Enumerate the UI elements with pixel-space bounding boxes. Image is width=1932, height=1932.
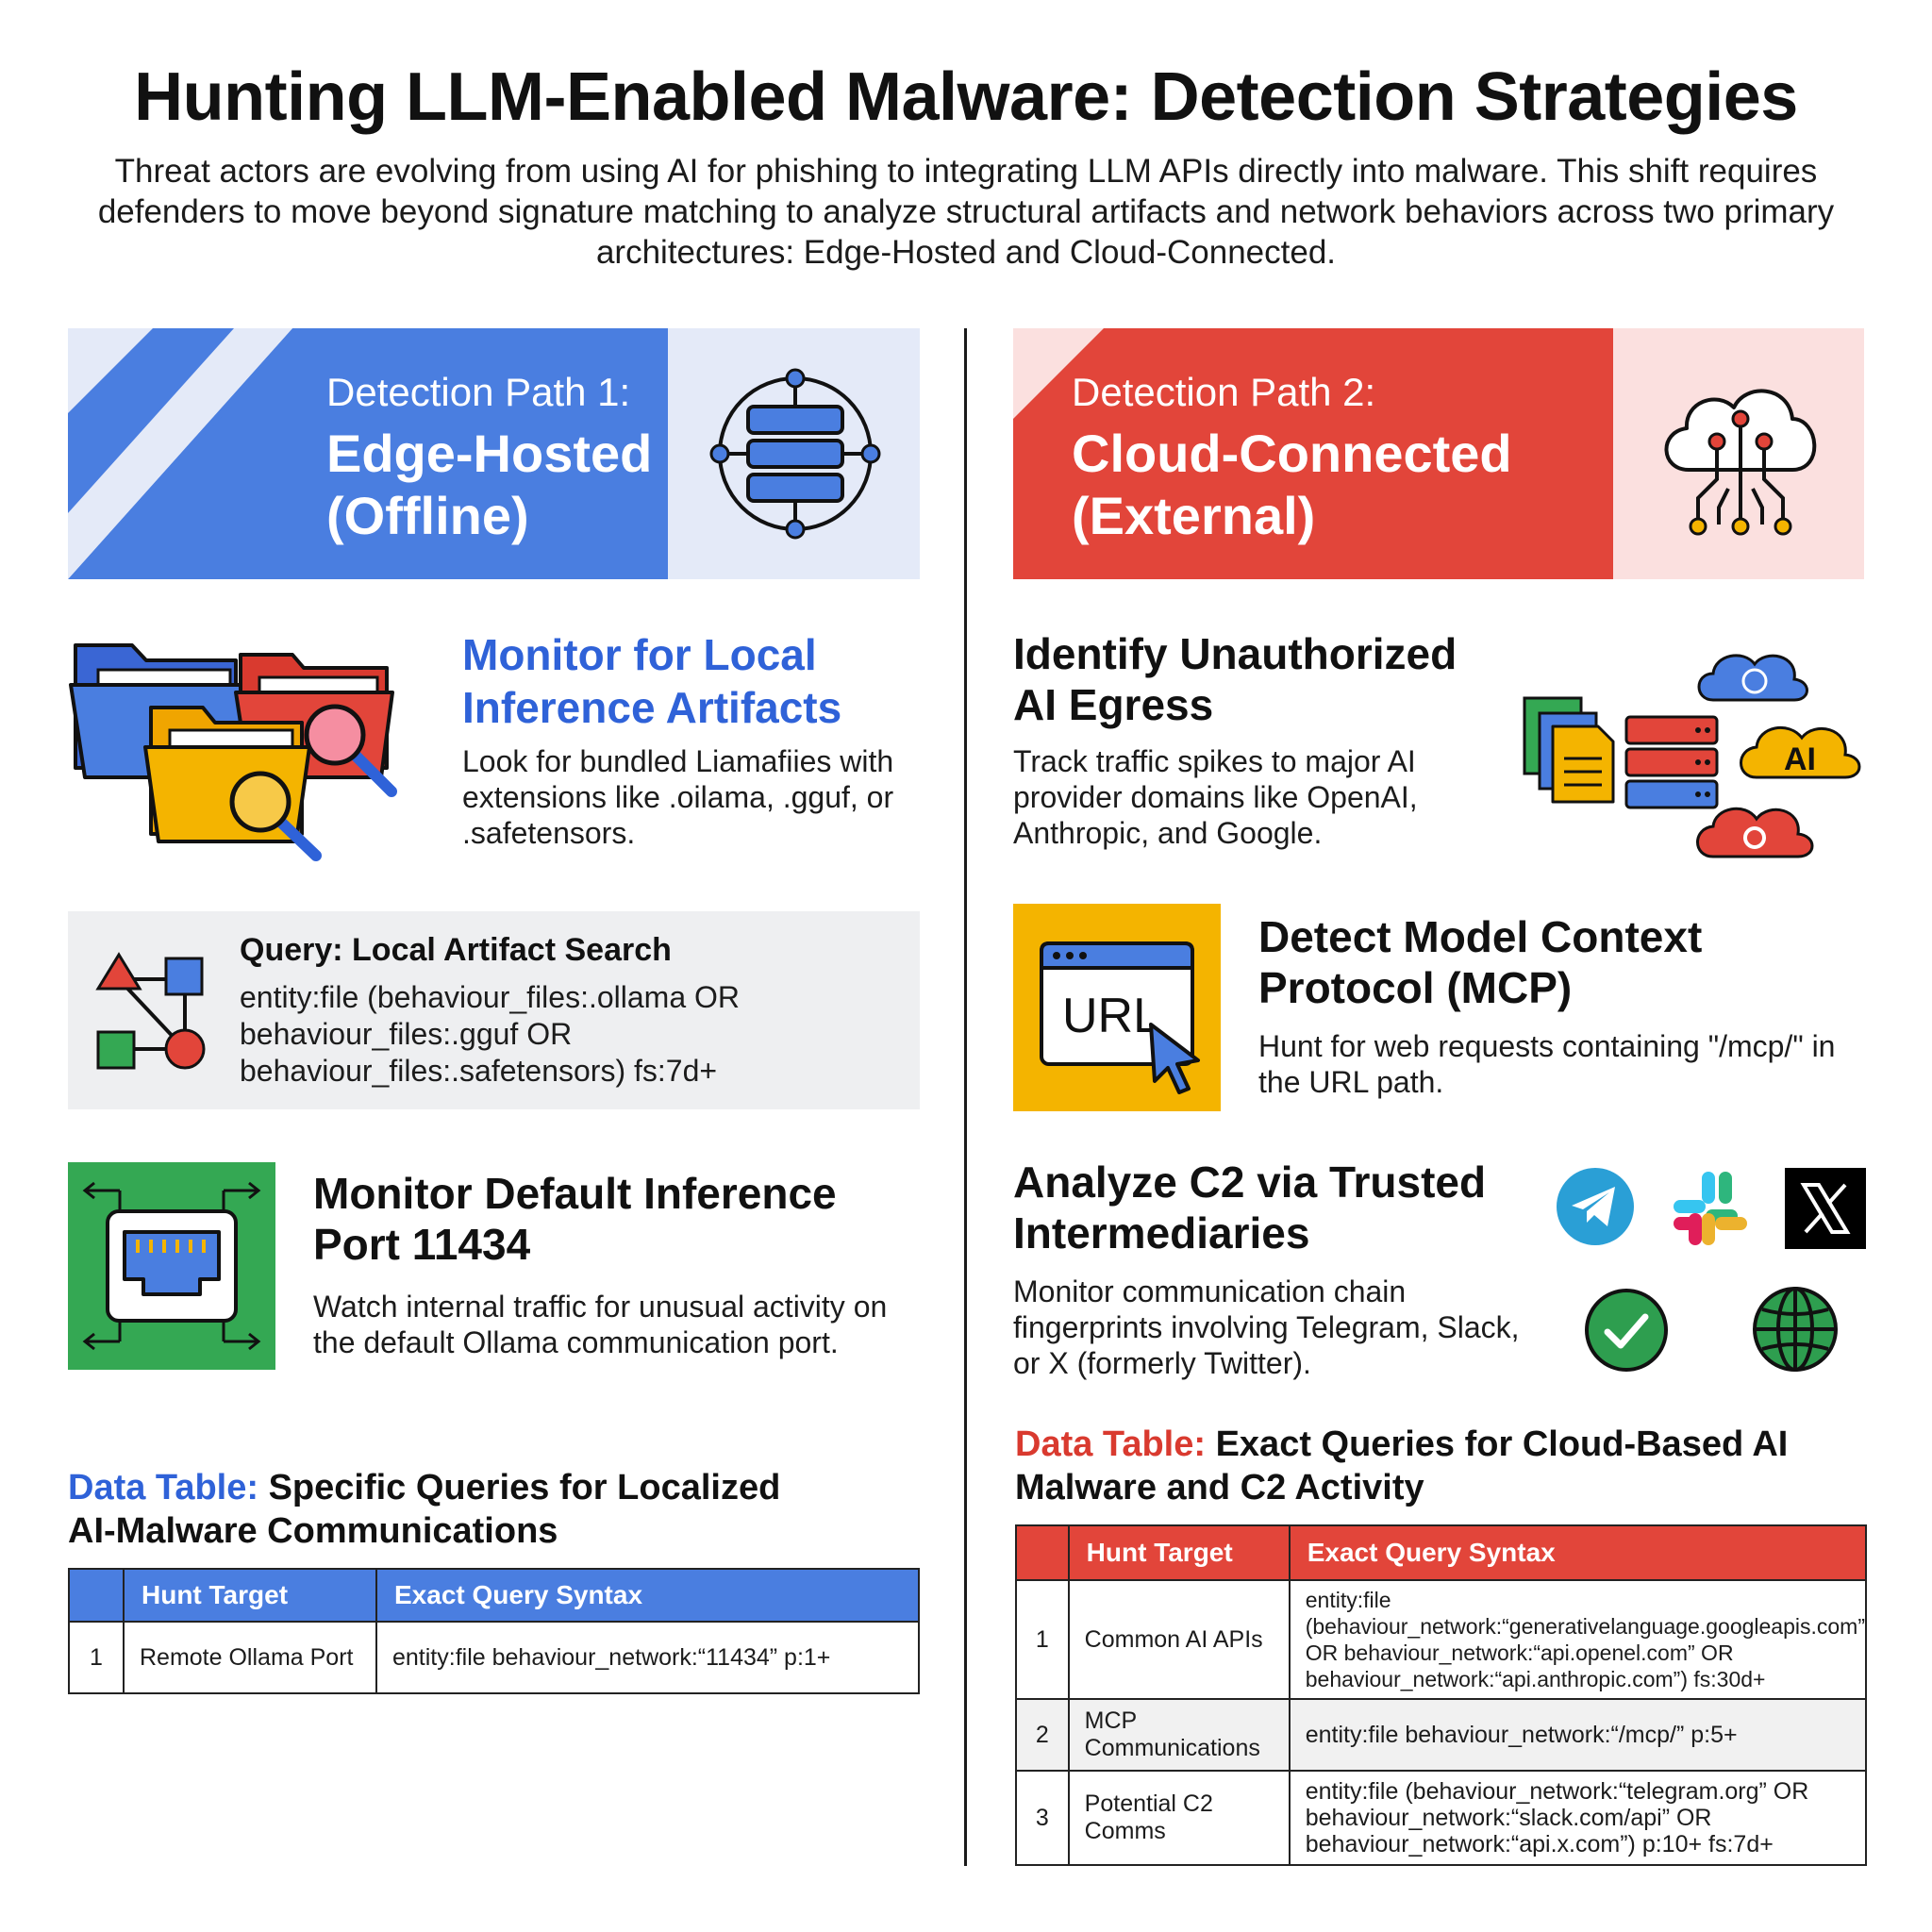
ethernet-port-icon: [68, 1162, 275, 1370]
table-header-hunt-target: Hunt Target: [123, 1568, 377, 1623]
path1-data-table: Hunt Target Exact Query Syntax 1 Remote …: [68, 1568, 920, 1694]
url-label: URL: [1062, 989, 1160, 1043]
table-row: 3 Potential C2 Comms entity:file (behavi…: [1015, 1770, 1868, 1866]
page-subtitle: Threat actors are evolving from using AI…: [97, 153, 1835, 271]
path1-section1-title: Monitor for Local Inference Artifacts: [462, 630, 842, 732]
path2-section1-title: Identify Unauthorized AI Egress: [1013, 629, 1457, 729]
path1-section2-title: Monitor Default Inference Port 11434: [313, 1169, 837, 1269]
table-header-query-syntax: Exact Query Syntax: [1288, 1524, 1868, 1581]
database-network-icon: [709, 368, 881, 540]
path1-section2-body: Watch internal traffic for unusual activ…: [313, 1290, 888, 1359]
shapes-graph-icon: [95, 952, 206, 1070]
path2-banner-title: Cloud-Connected (External): [1072, 424, 1512, 545]
path2-data-table: Hunt Target Exact Query Syntax 1 Common …: [1015, 1524, 1868, 1866]
query-body: entity:file (behaviour_files:.ollama OR …: [240, 980, 741, 1088]
path1-banner: Detection Path 1: Edge-Hosted (Offline): [68, 328, 920, 579]
column-divider: [964, 328, 967, 1866]
page-title: Hunting LLM-Enabled Malware: Detection S…: [134, 59, 1798, 135]
path1-banner-title: Edge-Hosted (Offline): [326, 424, 653, 545]
globe-icon: [1753, 1287, 1838, 1372]
folders-search-icon: [69, 643, 397, 861]
table-header-hunt-target: Hunt Target: [1067, 1524, 1291, 1581]
path1-section1-body: Look for bundled Liamafiies with extensi…: [462, 744, 894, 850]
cloud-circuit-icon: [1664, 389, 1817, 536]
check-icon: [1585, 1289, 1668, 1372]
local-artifact-query-box: Query: Local Artifact Search entity:file…: [68, 911, 920, 1109]
query-title: Query: Local Artifact Search: [240, 932, 672, 968]
path2-section1-body: Track traffic spikes to major AI provide…: [1013, 744, 1418, 850]
path2-banner: Detection Path 2: Cloud-Connected (Exter…: [1013, 328, 1864, 579]
table-row: 1 Common AI APIs entity:file (behaviour_…: [1015, 1579, 1868, 1700]
telegram-icon: [1557, 1168, 1634, 1245]
path2-section2-body: Hunt for web requests containing "/mcp/"…: [1258, 1029, 1836, 1099]
url-browser-icon: URL: [1013, 904, 1221, 1111]
table-row: 1 Remote Ollama Port entity:file behavio…: [68, 1621, 920, 1694]
path1-table-title: Data Table: Specific Queries for Localiz…: [68, 1468, 781, 1551]
table-header-num: [68, 1568, 125, 1623]
path2-section3-title: Analyze C2 via Trusted Intermediaries: [1013, 1158, 1487, 1257]
x-icon: [1785, 1168, 1866, 1249]
ai-providers-icon: AI: [1523, 654, 1861, 858]
slack-icon: [1674, 1172, 1747, 1245]
ai-badge-label: AI: [1784, 741, 1816, 777]
table-header-query-syntax: Exact Query Syntax: [375, 1568, 920, 1623]
table-header-num: [1015, 1524, 1070, 1581]
path2-section3-body: Monitor communication chain fingerprints…: [1013, 1274, 1520, 1380]
path2-banner-pre: Detection Path 2:: [1072, 370, 1376, 414]
path2-section2-title: Detect Model Context Protocol (MCP): [1258, 912, 1703, 1012]
table-row: 2 MCP Communications entity:file behavio…: [1015, 1698, 1868, 1772]
path2-table-title: Data Table: Exact Queries for Cloud-Base…: [1015, 1424, 1789, 1507]
path1-banner-pre: Detection Path 1:: [326, 370, 631, 414]
